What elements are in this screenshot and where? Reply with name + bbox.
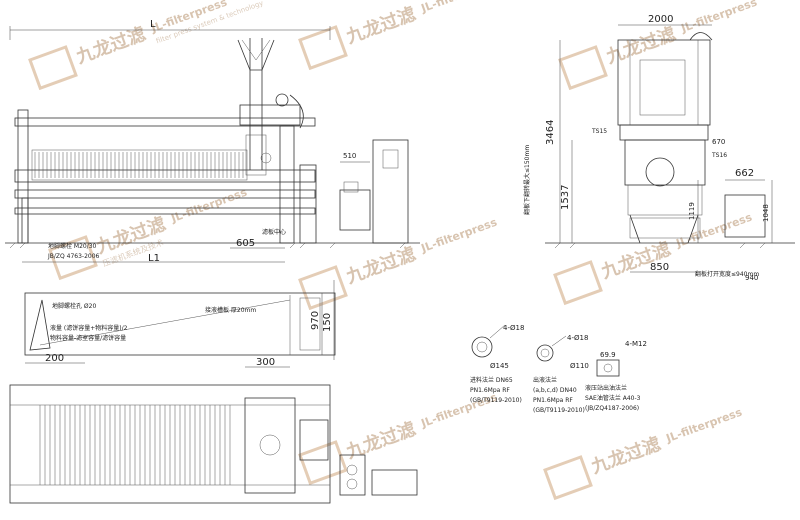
feed-flange-holes: 4-Ø18 — [503, 324, 524, 332]
plan-gantry — [244, 397, 296, 494]
plan-plate-pack — [39, 405, 231, 485]
outlet-flange-detail: 4-Ø18 Ø110 出液法兰 (a,b,c,d) DN40 PN1.6Mpa … — [533, 334, 589, 414]
plan-hydraulic-station — [339, 454, 366, 496]
watermark-en: JL-filterpress — [169, 186, 250, 226]
oil-flange-detail: 69.9 4-M12 液压站出油法兰 SAE油管法兰 A40-3 (JB/ZQ4… — [585, 340, 647, 412]
head-plate-leg — [279, 125, 295, 244]
watermark-brand: 九龙过滤 — [342, 243, 418, 289]
watermark-en: JL-filterpress — [419, 0, 500, 15]
dim-200: 200 — [45, 353, 64, 364]
dim-670: 670 — [712, 138, 725, 146]
thrust-plate-leg — [17, 109, 29, 244]
anchor-std-note: JB/ZQ 4763-2006 — [47, 253, 100, 260]
washing-gantry — [237, 38, 304, 176]
outlet-flange-title: 出液法兰 — [533, 376, 557, 384]
ground-hatch — [9, 242, 406, 249]
watermark-brand: 九龙过滤 — [587, 433, 663, 479]
watermark-logo — [298, 25, 348, 71]
dim-150: 150 — [322, 313, 333, 332]
oil-flange-holes: 4-M12 — [625, 340, 647, 348]
dim-605: 605 — [236, 238, 255, 249]
oil-flange-title: 液压站出油法兰 — [585, 384, 627, 392]
feed-flange-rating: PN1.6Mpa RF — [470, 387, 510, 394]
dim-3464: 3464 — [545, 120, 556, 145]
cylinder-block — [299, 164, 317, 244]
dim-510: 510 — [343, 152, 356, 160]
hydraulic-station-side — [724, 194, 766, 238]
dim-970: 970 — [310, 311, 321, 330]
drip-tray — [14, 207, 316, 215]
dim-850: 850 — [650, 262, 669, 273]
feed-flange-detail: 4-Ø18 Ø145 进料法兰 DN65 PN1.6Mpa RF (GB/T91… — [470, 324, 524, 404]
dim-L1: L1 — [148, 253, 160, 264]
outlet-flange-standard: (GB/T9119-2010) — [533, 407, 585, 414]
flange-details: 4-Ø18 Ø145 进料法兰 DN65 PN1.6Mpa RF (GB/T91… — [470, 324, 647, 414]
dim-300: 300 — [256, 357, 275, 368]
ts15-label: TS15 — [591, 128, 607, 135]
watermark-en: JL-filterpress — [674, 211, 755, 251]
watermark-logo — [543, 455, 593, 501]
plan-control-cabinet — [371, 469, 418, 496]
watermark-logo — [553, 260, 603, 306]
outlet-flange-size: (a,b,c,d) DN40 — [533, 387, 577, 394]
plan-frame — [9, 384, 331, 504]
dim-940: 940 — [745, 274, 758, 282]
foundation-plan-view: 地脚螺栓孔 Ø20 液量 (滤饼容量+物料容量)/2 物料容量-滤室容量/滤饼容… — [24, 280, 336, 368]
watermark-brand: 九龙过滤 — [342, 418, 418, 464]
outlet-flange-holes: 4-Ø18 — [567, 334, 588, 342]
pump-note: 滤板中心 — [262, 228, 286, 236]
gear-motor-icon — [275, 93, 289, 107]
watermark-brand: 九龙过滤 — [597, 238, 673, 284]
dim-662: 662 — [735, 168, 754, 179]
plan-note-2: 物料容量-滤室容量/滤饼容量 — [50, 334, 126, 342]
vertical-note-2: 翻板打开宽度≤940mm — [695, 270, 759, 278]
side-note: 接液槽板 厚20mm — [205, 306, 256, 314]
hydraulic-station — [339, 189, 371, 231]
feed-flange-standard: (GB/T9119-2010) — [470, 397, 522, 404]
oil-flange-standard: (JB/ZQ4187-2006) — [585, 405, 639, 412]
plan-cylinder — [299, 419, 329, 461]
watermark-logo — [48, 235, 98, 281]
lower-beam — [14, 189, 316, 199]
drip-tray-side — [629, 217, 701, 239]
outlet-flange-rating: PN1.6Mpa RF — [533, 397, 573, 404]
pit-outline — [24, 292, 336, 356]
pit-note: 地脚螺栓孔 Ø20 — [52, 302, 96, 310]
watermark-en: JL-filterpress — [664, 406, 745, 446]
dim-1048: 1048 — [762, 204, 770, 222]
front-elevation-view: L — [5, 19, 420, 264]
watermark-brand: 九龙过滤 — [342, 3, 418, 49]
side-elevation-view: 2000 3464 1537 翻板下翻转最大≤150mm 1119 1048 6… — [523, 14, 795, 282]
top-plan-view — [9, 384, 418, 504]
filter-plate-section — [624, 139, 706, 186]
dim-1537: 1537 — [560, 185, 571, 210]
ts16-label: TS16 — [711, 152, 727, 159]
top-beam — [14, 117, 316, 127]
outlet-flange-diameter: Ø110 — [570, 362, 589, 370]
watermark-en: JL-filterpress — [419, 216, 500, 256]
watermark-en: JL-filterpress — [679, 0, 760, 35]
watermark-brand: 九龙过滤 — [72, 23, 148, 69]
vertical-note-1: 翻板下翻转最大≤150mm — [523, 145, 531, 215]
dim-2000: 2000 — [648, 14, 673, 25]
plan-note-1: 液量 (滤饼容量+物料容量)/2 — [50, 324, 128, 332]
oil-flange-pitch: 69.9 — [600, 351, 616, 359]
control-cabinet — [372, 139, 409, 244]
drip-pit-icon — [29, 299, 51, 351]
dim-L: L — [150, 19, 156, 30]
dim-1119: 1119 — [688, 202, 696, 220]
watermark-logo — [298, 440, 348, 486]
feed-flange-diameter: Ø145 — [490, 362, 509, 370]
side-beam — [14, 169, 316, 183]
anchor-bolt-note: 地脚螺栓 M20/30 — [48, 242, 97, 250]
watermark-brand: 九龙过滤 — [602, 23, 678, 69]
filter-plate-pack — [31, 149, 248, 181]
feed-flange-title: 进料法兰 DN65 — [470, 376, 513, 384]
oil-flange-type: SAE油管法兰 A40-3 — [585, 394, 641, 402]
watermark-logo — [298, 265, 348, 311]
watermark-logo — [558, 45, 608, 91]
watermark-logo — [28, 45, 78, 91]
